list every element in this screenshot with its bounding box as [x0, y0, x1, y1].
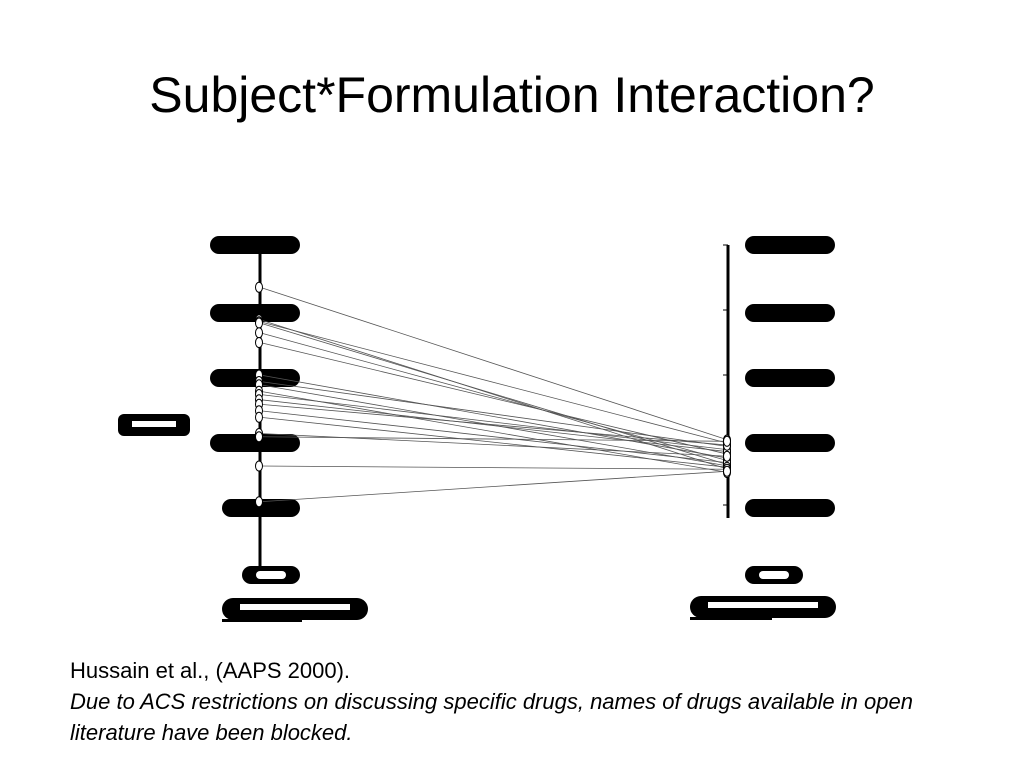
right-point [723, 435, 731, 447]
left-point [255, 327, 263, 339]
subject-line [259, 332, 729, 462]
subject-line [259, 399, 729, 453]
blocked-tick-label [745, 304, 835, 322]
subject-line [259, 465, 729, 470]
subject-line [259, 410, 729, 464]
left-point [255, 337, 263, 348]
blocked-tick-label [210, 434, 300, 452]
blocked-tick-label [745, 499, 835, 517]
subject-line [259, 394, 729, 451]
subject-line [259, 319, 729, 470]
left-point [255, 431, 263, 443]
slide-title: Subject*Formulation Interaction? [149, 67, 875, 123]
subject-line [259, 470, 729, 503]
paired-line-chart [118, 236, 836, 622]
blocked-tick-label [745, 434, 835, 452]
subject-line [259, 416, 729, 468]
left-point [255, 317, 263, 329]
subject-points [255, 281, 731, 508]
subject-lines [259, 286, 729, 503]
subject-line [259, 381, 729, 447]
subject-line [259, 403, 729, 446]
citation: Hussain et al., (AAPS 2000). [70, 658, 351, 683]
blocked-tick-label [210, 304, 300, 322]
left-point [255, 496, 263, 508]
blocked-tick-label [745, 369, 835, 387]
subject-line [259, 390, 729, 473]
blocked-names-note: Due to ACS restrictions on discussing sp… [70, 689, 913, 745]
right-point [723, 465, 731, 477]
obscured-labels [118, 236, 836, 622]
blocked-tick-label [745, 236, 835, 254]
axes [253, 244, 730, 570]
footnote: Hussain et al., (AAPS 2000). Due to ACS … [70, 655, 970, 748]
subject-line [259, 436, 729, 442]
right-point [723, 450, 731, 462]
subject-line [259, 286, 729, 441]
left-point [255, 281, 263, 293]
blocked-tick-label [210, 369, 300, 387]
left-point [255, 460, 263, 472]
subject-line [259, 321, 729, 444]
left-point [255, 411, 263, 423]
subject-line [259, 322, 729, 466]
subject-line [259, 374, 729, 459]
